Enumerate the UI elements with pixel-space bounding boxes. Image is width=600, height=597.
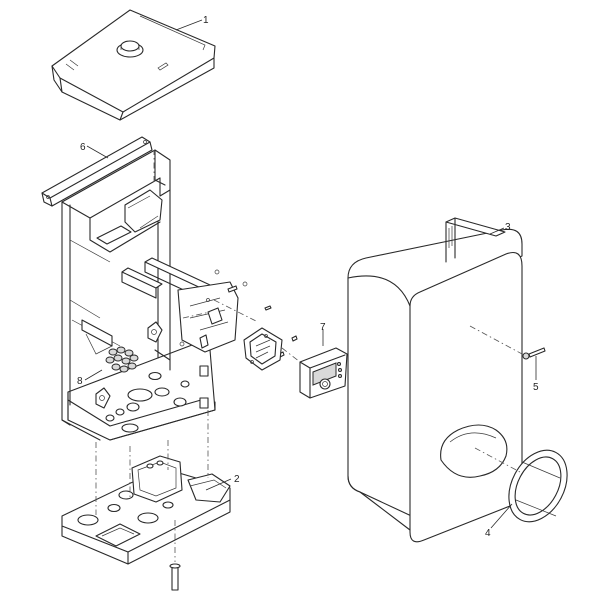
alignment-lines: [95, 150, 525, 562]
grommet-set-part: [105, 346, 139, 373]
base-plate-holes: [105, 371, 190, 433]
bottom-tray-part: [61, 455, 231, 565]
callout-3: 3: [505, 222, 511, 233]
display-bracket-part: [243, 327, 283, 371]
callout-6: 6: [80, 142, 86, 153]
callout-8: 8: [77, 376, 83, 387]
callout-4: 4: [485, 528, 491, 539]
small-screw-part: [522, 347, 546, 360]
chassis-frame-part: [61, 149, 216, 441]
front-casing-part: [347, 217, 523, 543]
callout-leaders: [84, 19, 537, 529]
callout-5: 5: [533, 382, 539, 393]
callout-7: 7: [320, 322, 326, 333]
mounting-rails-part: [121, 257, 248, 353]
top-cover-part: [51, 9, 216, 121]
front-ring-part: [508, 449, 568, 523]
mounting-strip-part: [41, 136, 153, 207]
small-fittings: [199, 365, 209, 409]
small-screws: [227, 285, 298, 358]
bottom-screw-part: [169, 563, 181, 591]
callout-2: 2: [234, 474, 240, 485]
callout-1: 1: [203, 15, 209, 26]
callout-labels: 1 2 3 4 5 6 7 8: [77, 15, 539, 539]
control-display-part: [299, 347, 348, 399]
